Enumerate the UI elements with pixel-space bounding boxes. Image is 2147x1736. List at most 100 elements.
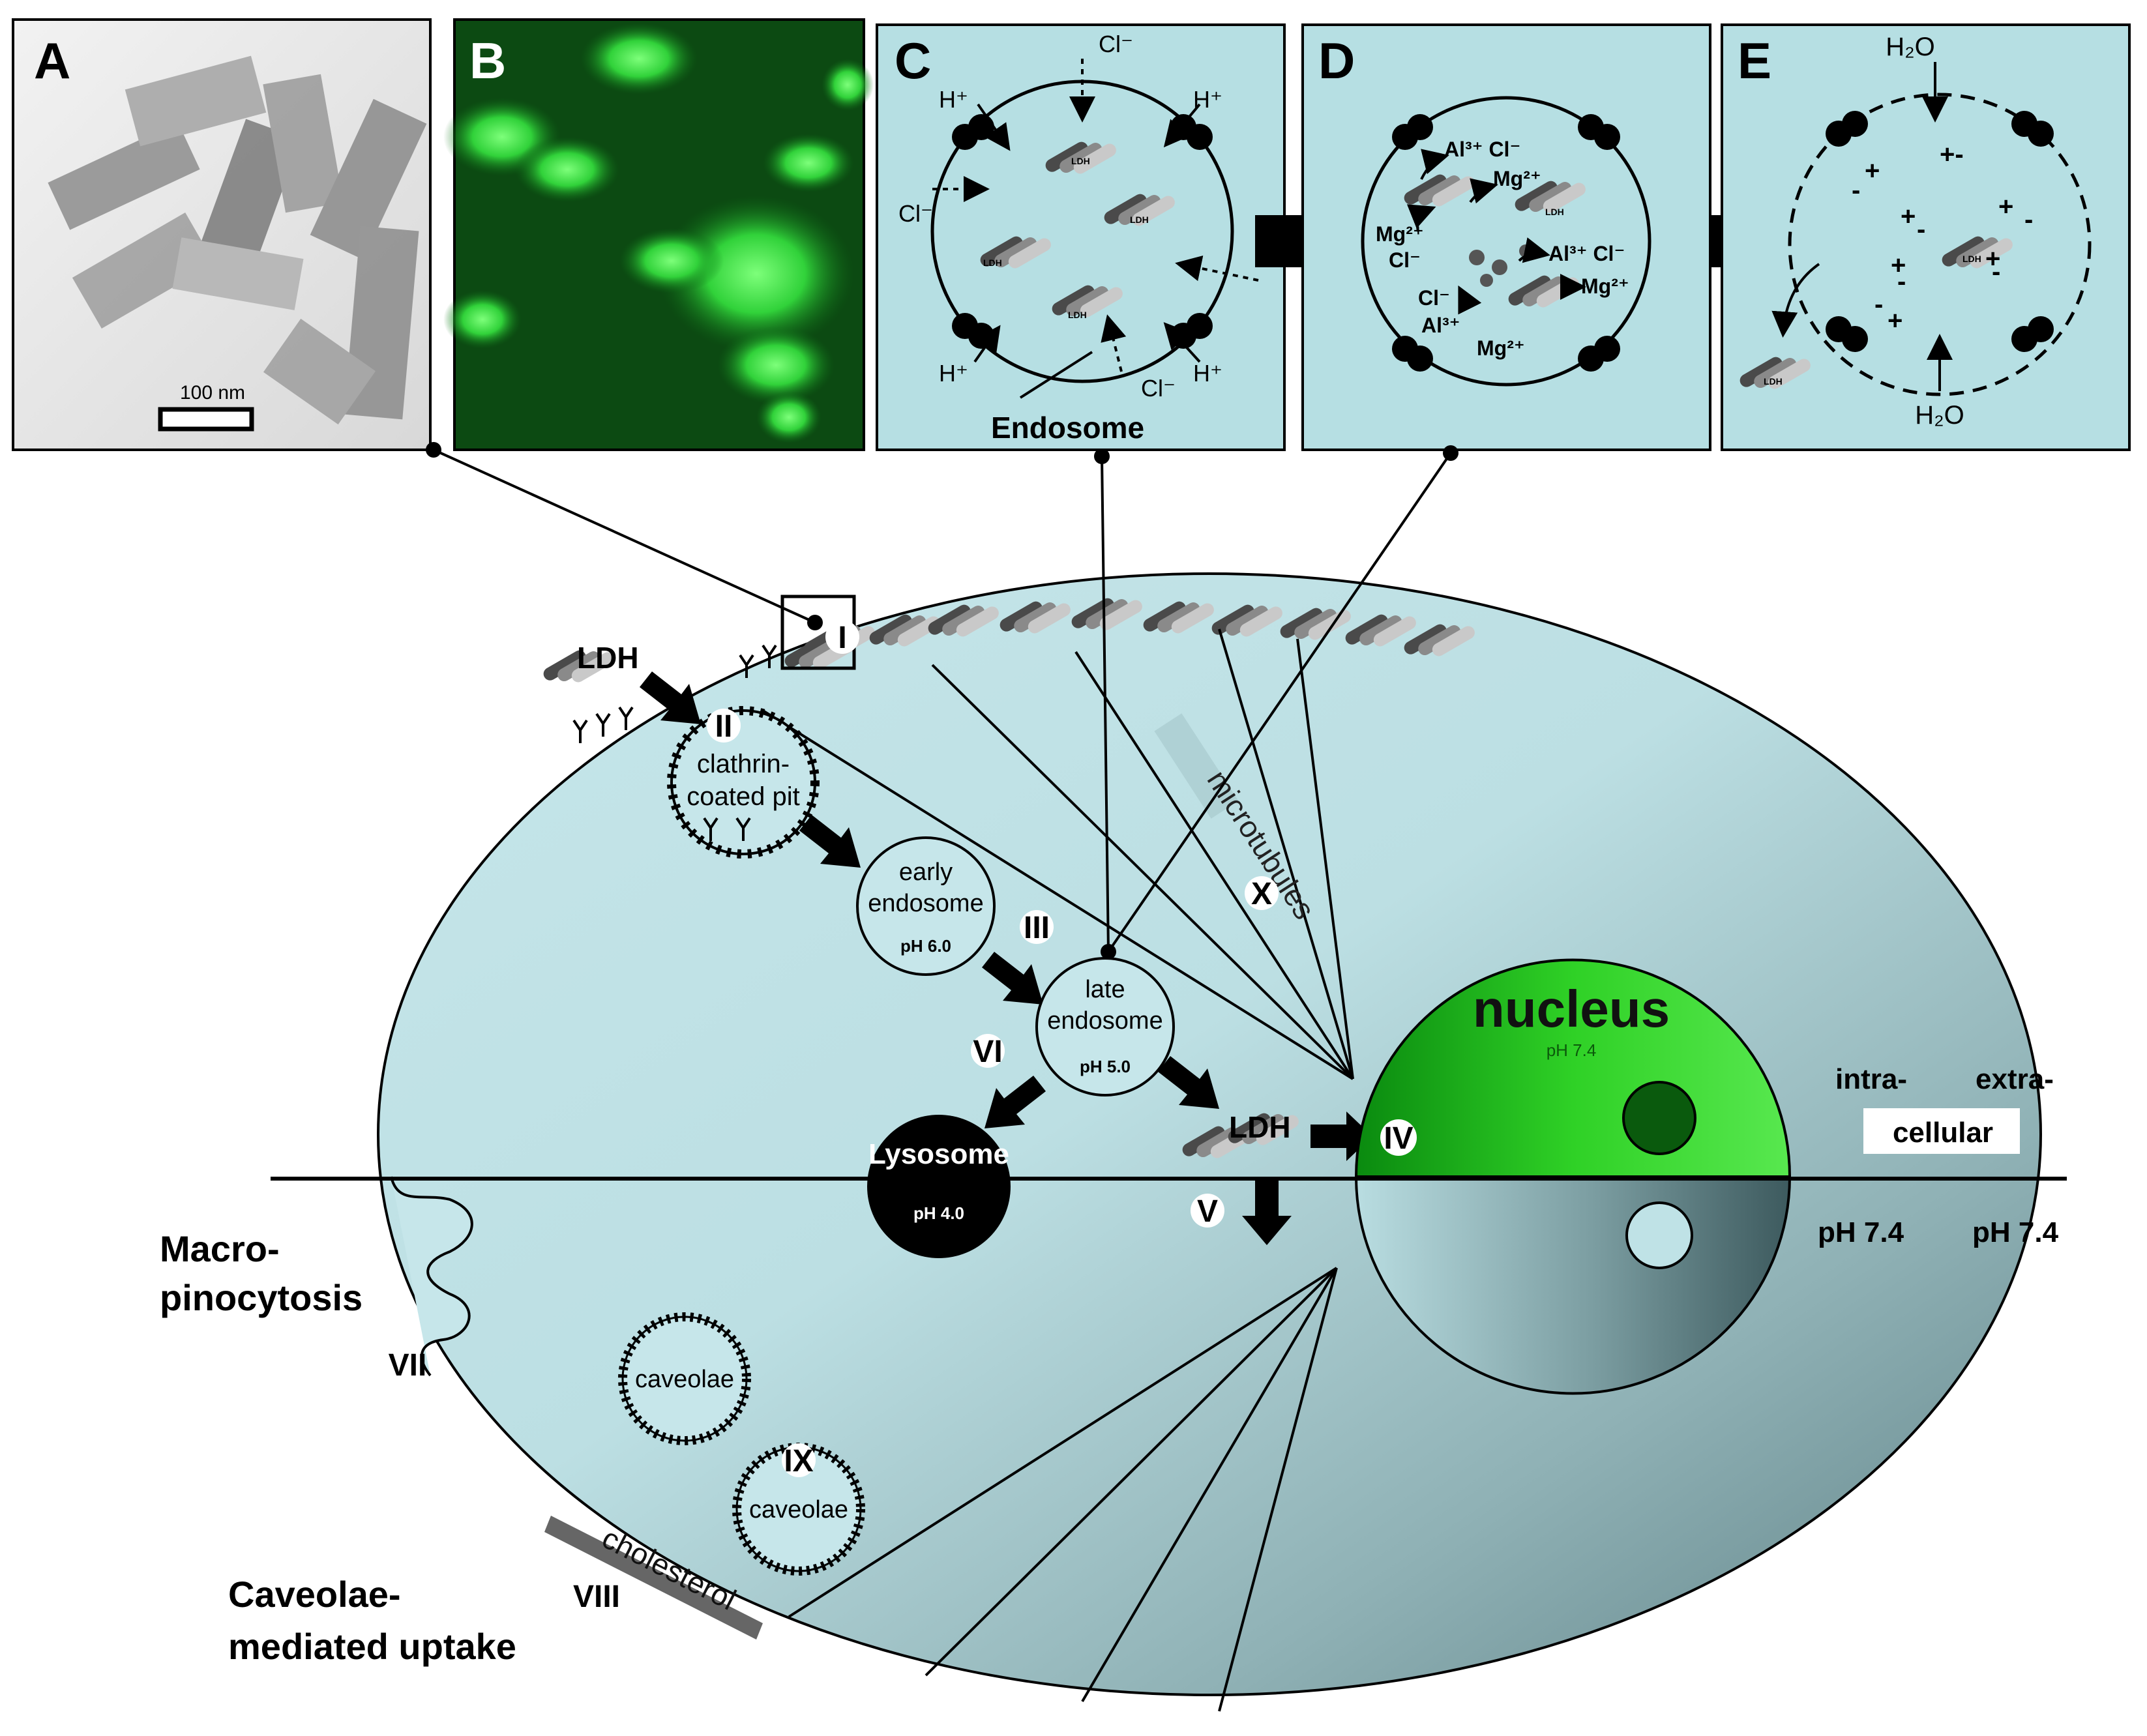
- chloride-label-bottom: Cl⁻: [1141, 375, 1176, 402]
- step-ix: IX: [784, 1444, 813, 1479]
- lysosome-ph: pH 4.0: [913, 1203, 964, 1223]
- cholesterol-patch: [544, 1516, 763, 1640]
- clathrin-pit-label-1: clathrin-: [697, 750, 790, 778]
- ldh-label-c4: LDH: [1068, 310, 1087, 320]
- step-iii: III: [1024, 911, 1050, 945]
- step-viii: VIII: [573, 1580, 620, 1614]
- pathway-arrows: [640, 671, 1372, 1245]
- panel-d-frame: [1301, 23, 1711, 451]
- panel-e: E LDH LDH H₂O H₂O +- + - + - + - + - + -: [1721, 23, 2131, 451]
- magnesium-label-3: Mg²⁺: [1581, 274, 1629, 298]
- lysosome-label: Lysosome: [868, 1138, 1009, 1170]
- charge-8: +: [1891, 251, 1906, 280]
- chloride-label-top: Cl⁻: [1099, 31, 1133, 57]
- proton-label-2: H⁺: [1193, 86, 1222, 113]
- aluminium-label: Al³⁺: [1421, 314, 1460, 337]
- proton-pumps-d: [1392, 114, 1620, 372]
- chloride-label-d2: Cl⁻: [1418, 286, 1450, 310]
- scale-bar: [158, 407, 254, 432]
- step-ii: II: [715, 709, 733, 744]
- nucleus-ph: pH 7.4: [1547, 1040, 1597, 1060]
- surface-ldh-label: LDH: [577, 641, 639, 675]
- late-endosome-label-1: late: [1085, 976, 1125, 1003]
- charge-7: -: [2024, 205, 2033, 234]
- lysosome: [867, 1115, 1011, 1258]
- panel-c: C LDH LDH LDH LDH Cl⁻ Cl⁻ Cl⁻ H⁺ H⁺ H⁺: [876, 23, 1286, 451]
- nucleolus-lower: [1625, 1201, 1693, 1269]
- panel-d: D LDH Al³⁺ Cl⁻ Mg²⁺ Mg²⁺ Cl⁻ Al³⁺ Cl⁻ Cl…: [1301, 23, 1711, 451]
- charge-13: +: [1888, 306, 1903, 335]
- panel-c-letter: C: [895, 32, 931, 89]
- aluminium-chloride-label-1: Al³⁺ Cl⁻: [1444, 138, 1520, 161]
- step-vi: VI: [973, 1035, 1002, 1069]
- early-endosome: [856, 836, 996, 976]
- macropinocytosis-label-1: Macro-: [160, 1228, 280, 1269]
- late-endosome-label-2: endosome: [1047, 1007, 1162, 1035]
- nucleus-label: nucleus: [1473, 980, 1670, 1038]
- panel-e-letter: E: [1738, 32, 1771, 89]
- intra-label: intra-: [1835, 1063, 1907, 1095]
- charge-6: +: [1998, 192, 2013, 221]
- caveolae-label-2: caveolae: [749, 1496, 848, 1523]
- magnesium-label-1: Mg²⁺: [1493, 167, 1541, 190]
- charge-9: -: [1897, 267, 1906, 296]
- microtubules: [762, 628, 1354, 1712]
- step-v: V: [1197, 1194, 1218, 1229]
- cell: LDH microtubules clathrin: [377, 442, 2042, 1712]
- endosome-caption: Endosome: [991, 411, 1144, 445]
- ldh-label-d: LDH: [1545, 207, 1564, 217]
- charges-e: +- + - + - + - + - + - - +: [1852, 140, 2033, 335]
- ldh-crystals-image: [48, 55, 427, 425]
- caveolae-label-1: caveolae: [635, 1366, 734, 1393]
- cellular-label: cellular: [1893, 1117, 1993, 1149]
- endosome-membrane-d: [1361, 96, 1651, 387]
- panel-a-letter: A: [34, 32, 70, 89]
- charge-1: +-: [1940, 140, 1964, 169]
- charge-4: +: [1901, 202, 1916, 231]
- released-ldh-label: LDH: [1229, 1110, 1291, 1144]
- ph-intracellular: pH 7.4: [1818, 1216, 1904, 1248]
- charge-10: +: [1985, 244, 2000, 273]
- ldh-label-c2: LDH: [1130, 214, 1149, 225]
- chloride-label-left: Cl⁻: [898, 200, 933, 227]
- panel-e-frame: [1721, 23, 2131, 451]
- proton-pumps-e: [1826, 111, 2054, 352]
- panel-c-frame: [876, 23, 1286, 451]
- early-endosome-ph: pH 6.0: [900, 936, 951, 956]
- charge-11: -: [1992, 257, 2000, 286]
- scale-bar-label: 100 nm: [180, 382, 245, 404]
- charge-5: -: [1917, 215, 1925, 244]
- step-i: I: [838, 621, 846, 655]
- charge-3: -: [1852, 176, 1860, 205]
- proton-label-3: H⁺: [939, 360, 968, 387]
- proton-label-1: H⁺: [939, 86, 968, 113]
- ldh-label-c3: LDH: [983, 257, 1002, 268]
- early-endosome-label-2: endosome: [868, 890, 983, 917]
- panel-d-letter: D: [1318, 32, 1355, 89]
- step-vii: VII: [389, 1348, 427, 1383]
- endosome-pointer: [1019, 351, 1093, 399]
- clathrin-pit-label-2: coated pit: [687, 782, 799, 811]
- chloride-label-d1: Cl⁻: [1389, 248, 1421, 272]
- ldh-label-e2: LDH: [1764, 376, 1783, 387]
- nucleolus-upper: [1622, 1081, 1696, 1155]
- receptors: [572, 644, 777, 841]
- step-markers: I II III IV V VI VII VIII IX X: [389, 620, 1417, 1614]
- water-label-bottom: H₂O: [1915, 401, 1964, 430]
- extra-label: extra-: [1976, 1063, 2054, 1095]
- ph-extracellular: pH 7.4: [1972, 1216, 2059, 1248]
- panel-b-letter: B: [469, 32, 506, 89]
- late-endosome-ph: pH 5.0: [1080, 1057, 1131, 1076]
- macropinocytosis-label-2: pinocytosis: [160, 1277, 363, 1318]
- cellular-label-box: [1863, 1108, 2020, 1154]
- fluorescent-clusters: [443, 23, 874, 443]
- panel-b: B: [443, 18, 874, 451]
- step-x: X: [1251, 877, 1272, 911]
- swollen-endosome-membrane: [1788, 93, 2092, 396]
- panel-a: A 100 nm: [12, 18, 432, 451]
- water-label-top: H₂O: [1886, 33, 1935, 61]
- aluminium-chloride-label-2: Al³⁺ Cl⁻: [1548, 242, 1625, 265]
- step-iv: IV: [1384, 1121, 1413, 1156]
- caveolae-uptake-label-2: mediated uptake: [228, 1626, 516, 1667]
